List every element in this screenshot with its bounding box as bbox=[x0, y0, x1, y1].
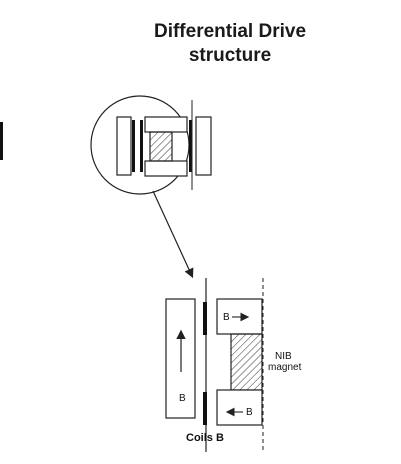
label-magnet-line-2: magnet bbox=[268, 362, 302, 373]
overview-top-pole bbox=[144, 116, 188, 133]
detail-structure: B B B NIB magnet Coils B bbox=[165, 278, 302, 452]
overview-mid-coil-right bbox=[189, 120, 192, 172]
coil-bar-bottom bbox=[203, 392, 207, 425]
label-b-coil: B bbox=[179, 393, 186, 404]
left-edge-bracket bbox=[0, 122, 3, 160]
label-b-top: B bbox=[223, 312, 230, 323]
coil-bar-top bbox=[203, 302, 207, 335]
overview-bottom-pole bbox=[144, 160, 188, 177]
title-line-1: Differential Drive bbox=[153, 21, 307, 42]
detail-bottom-pole bbox=[216, 389, 263, 426]
overview-magnet bbox=[149, 131, 173, 162]
diagram-title: Differential Drive structure bbox=[118, 20, 342, 68]
detail-left-block bbox=[165, 298, 196, 419]
label-b-bottom: B bbox=[246, 407, 253, 418]
overview-mid-coil-left bbox=[140, 120, 143, 172]
overview-right-block bbox=[195, 116, 212, 176]
label-magnet-line-1: NIB bbox=[275, 351, 292, 362]
overview-structure bbox=[90, 95, 212, 195]
overview-left-block bbox=[116, 116, 132, 176]
detail-magnet bbox=[230, 333, 263, 391]
label-coils: Coils B bbox=[186, 432, 224, 444]
overview-left-coil bbox=[132, 120, 135, 172]
title-line-2: structure bbox=[188, 45, 272, 66]
zoom-arrow bbox=[152, 190, 194, 279]
